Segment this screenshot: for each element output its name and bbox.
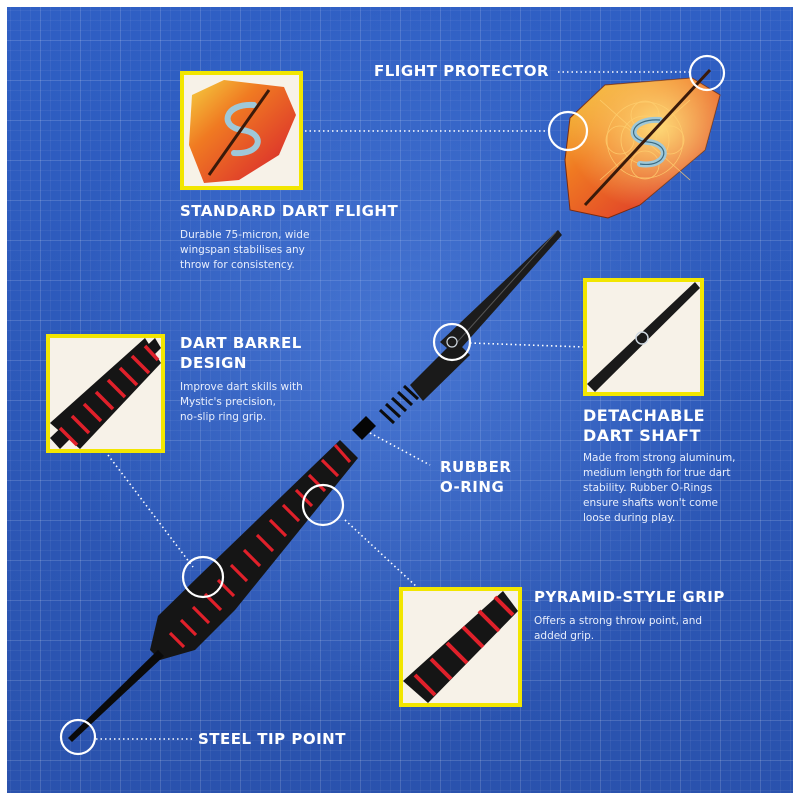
- leader-oring: [369, 432, 431, 466]
- leader-barrel: [107, 454, 194, 568]
- inset-standard-flight: [180, 71, 303, 190]
- leader-pyramid: [344, 519, 419, 589]
- inset-pyramid-grip: [399, 587, 522, 707]
- label-pyramid-grip: PYRAMID-STYLE GRIP: [534, 588, 725, 606]
- desc-standard-flight: Durable 75-micron, wide wingspan stabili…: [180, 229, 310, 271]
- desc-pyramid-grip: Offers a strong throw point, and added g…: [534, 615, 703, 642]
- dart-shaft: [378, 230, 562, 425]
- dart-barrel: [150, 440, 358, 660]
- dart-flight: [564, 68, 721, 219]
- leader-lines: [96, 71, 692, 740]
- label-standard-flight: STANDARD DART FLIGHT: [180, 202, 399, 220]
- steel-tip: [68, 650, 164, 742]
- label-flight-protector: FLIGHT PROTECTOR: [374, 62, 550, 80]
- desc-barrel-design: Improve dart skills with Mystic's precis…: [180, 381, 303, 423]
- label-rubber-oring: RUBBER O-RING: [440, 458, 512, 496]
- inset-barrel: [46, 334, 165, 453]
- inset-shaft: [583, 278, 704, 396]
- highlight-circles: [59, 54, 726, 756]
- rubber-oring: [352, 416, 376, 440]
- label-barrel-design: DART BARREL DESIGN: [180, 334, 302, 372]
- label-steel-tip: STEEL TIP POINT: [198, 730, 346, 748]
- leader-shaft: [469, 342, 586, 348]
- desc-detachable-shaft: Made from strong aluminum, medium length…: [583, 452, 736, 524]
- label-detachable-shaft: DETACHABLE DART SHAFT: [583, 406, 706, 445]
